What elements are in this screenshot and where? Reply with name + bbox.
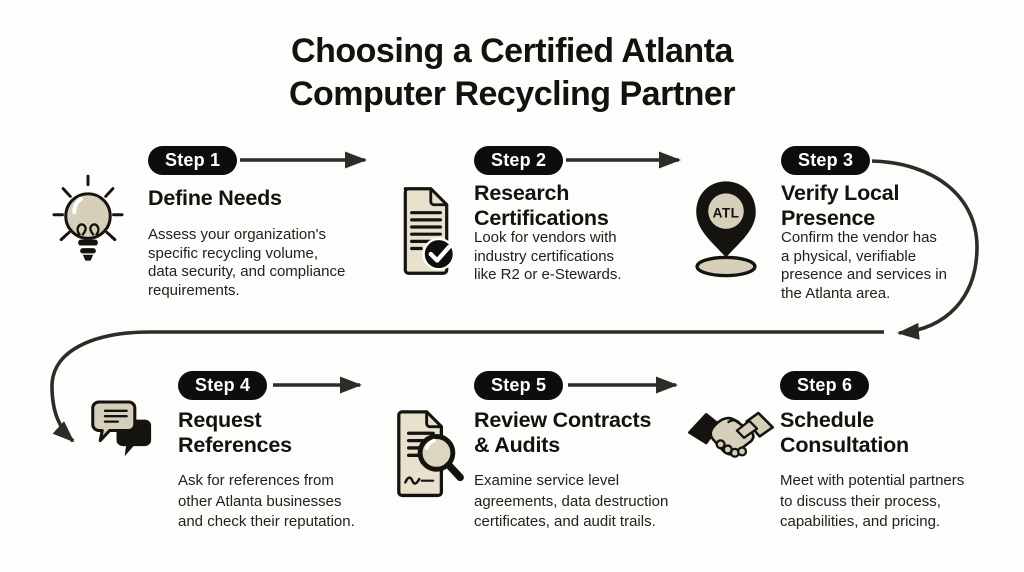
description-line: like R2 or e-Stewards. [474,266,622,283]
step-badge: Step 6 [780,371,870,400]
document-check-icon [403,187,456,275]
step-heading: Verify Local Presence [781,181,899,230]
description-line: the Atlanta area. [781,284,891,302]
step-3: ATL Step 3 Verify Local Presence Confirm… [678,140,978,335]
step-badge: Step 5 [474,371,564,400]
heading-line: Verify Local [781,181,900,205]
step-badge: Step 3 [781,146,871,175]
step-description: Examine service level agreements, data d… [474,471,668,533]
step-heading: Define Needs [148,186,282,211]
description-line: and check their reputation. [178,513,355,530]
lightbulb-icon [52,174,124,261]
description-line: other Atlanta businesses [178,492,342,510]
step-heading: Research Certifications [474,181,609,230]
step-badge: Step 4 [178,371,268,400]
description-line: a physical, verifiable [781,247,917,265]
description-line: Assess your organization's [148,226,326,243]
description-line: presence and services in [781,266,947,283]
heading-line: Presence [781,205,876,230]
heading-line: & Audits [474,432,560,457]
step-4: Step 4 Request References Ask for refere… [70,365,382,560]
description-line: Examine service level [474,472,620,489]
step-5: Step 5 Review Contracts & Audits Examine… [370,365,682,560]
step-badge: Step 1 [148,146,238,175]
description-line: certificates, and audit trails. [474,513,656,530]
step-description: Assess your organization's specific recy… [148,226,345,300]
step-description: Ask for references from other Atlanta bu… [178,471,355,533]
map-pin-icon: ATL [695,181,757,278]
description-line: data security, and compliance [148,263,346,280]
page-title-line-1: Choosing a Certified Atlanta [291,32,733,70]
handshake-icon [688,411,774,458]
step-description: Meet with potential partners to discuss … [780,471,964,533]
heading-line: Consultation [780,432,909,457]
pin-label: ATL [713,205,740,220]
step-heading: Request References [178,408,292,457]
document-magnifier-icon [397,410,464,498]
description-line: specific recycling volume, [148,244,319,262]
description-line: requirements. [148,281,240,299]
step-badge: Step 2 [474,146,564,175]
step-description: Confirm the vendor has a physical, verif… [781,229,947,303]
step-1: Step 1 Define Needs Assess your organiza… [40,140,370,330]
heading-line: Certifications [474,205,609,230]
step-description: Look for vendors with industry certifica… [474,229,622,285]
heading-line: Schedule [780,408,874,432]
description-line: Confirm the vendor has [781,229,937,246]
speech-bubbles-icon [91,400,152,457]
description-line: Ask for references from [178,472,334,489]
heading-line: Review Contracts [474,408,652,432]
description-line: Meet with potential partners [780,472,965,489]
step-heading: Review Contracts & Audits [474,408,651,457]
page-title: Choosing a Certified Atlanta Computer Re… [0,30,1024,116]
heading-line: Request [178,408,262,432]
description-line: industry certifications [474,247,615,265]
heading-line: References [178,432,292,457]
heading-line: Research [474,181,570,205]
description-line: agreements, data destruction [474,492,669,510]
step-2: Step 2 Research Certifications Look for … [370,140,680,330]
page-title-line-2: Computer Recycling Partner [288,75,736,113]
step-6: Step 6 Schedule Consultation Meet with p… [680,365,1020,560]
description-line: Look for vendors with [474,229,617,246]
step-heading: Schedule Consultation [780,408,909,457]
heading-line: Define Needs [148,186,282,210]
description-line: to discuss their process, [780,492,941,510]
description-line: capabilities, and pricing. [780,513,941,530]
